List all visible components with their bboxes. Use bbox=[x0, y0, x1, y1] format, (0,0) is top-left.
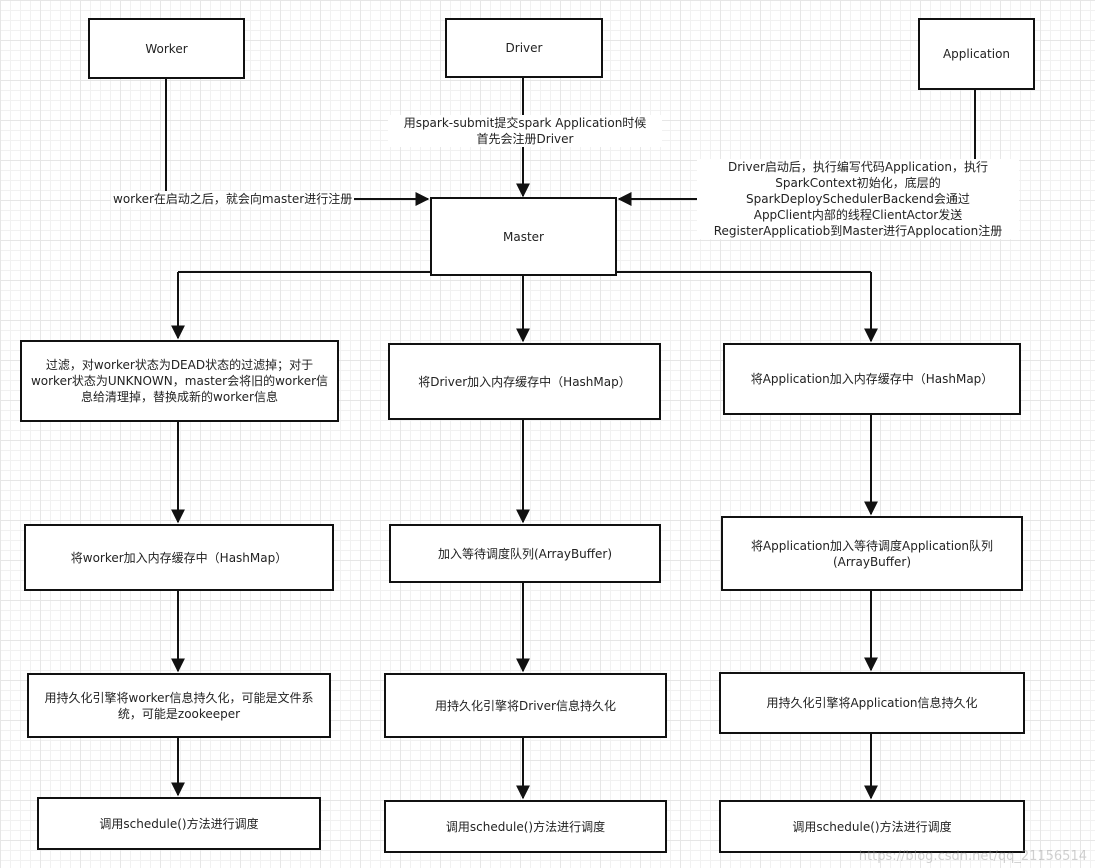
col2-queue-step: 加入等待调度队列(ArrayBuffer) bbox=[389, 524, 661, 583]
watermark: https://blog.csdn.net/qq_21156514 bbox=[858, 849, 1087, 864]
worker-node-label: Worker bbox=[145, 41, 188, 56]
col1-persist-step: 用持久化引擎将worker信息持久化，可能是文件系统，可能是zookeeper bbox=[27, 673, 331, 738]
application-node-label: Application bbox=[942, 47, 1011, 61]
col1-schedule-step: 调用schedule()方法进行调度 bbox=[37, 797, 321, 850]
col3-persist-step: 用持久化引擎将Application信息持久化 bbox=[719, 672, 1025, 734]
col1-cache-step: 将worker加入内存缓存中（HashMap） bbox=[24, 524, 334, 591]
col3-queue-step: 将Application加入等待调度Application队列(ArrayBuf… bbox=[721, 516, 1023, 591]
driver-node: Driver bbox=[445, 18, 603, 78]
master-node-label: Master bbox=[503, 229, 544, 244]
worker-node: Worker bbox=[88, 18, 245, 79]
col2-schedule-step: 调用schedule()方法进行调度 bbox=[384, 800, 667, 853]
master-node: Master bbox=[430, 197, 617, 276]
col2-persist-step: 用持久化引擎将Driver信息持久化 bbox=[384, 673, 667, 738]
col3-schedule-step: 调用schedule()方法进行调度 bbox=[719, 800, 1025, 853]
application-node: Application bbox=[918, 18, 1035, 90]
col2-cache-step: 将Driver加入内存缓存中（HashMap） bbox=[388, 343, 661, 420]
worker-register-label: worker在启动之后，就会向master进行注册 bbox=[111, 191, 355, 207]
col1-filter-step: 过滤，对worker状态为DEAD状态的过滤掉；对于worker状态为UNKNO… bbox=[20, 340, 339, 422]
driver-node-label: Driver bbox=[505, 41, 543, 55]
driver-register-label: 用spark-submit提交spark Application时候 首先会注册… bbox=[388, 115, 662, 147]
application-register-label: Driver启动后，执行编写代码Application，执行 SparkCont… bbox=[697, 159, 1019, 239]
col3-cache-step: 将Application加入内存缓存中（HashMap） bbox=[723, 343, 1021, 415]
